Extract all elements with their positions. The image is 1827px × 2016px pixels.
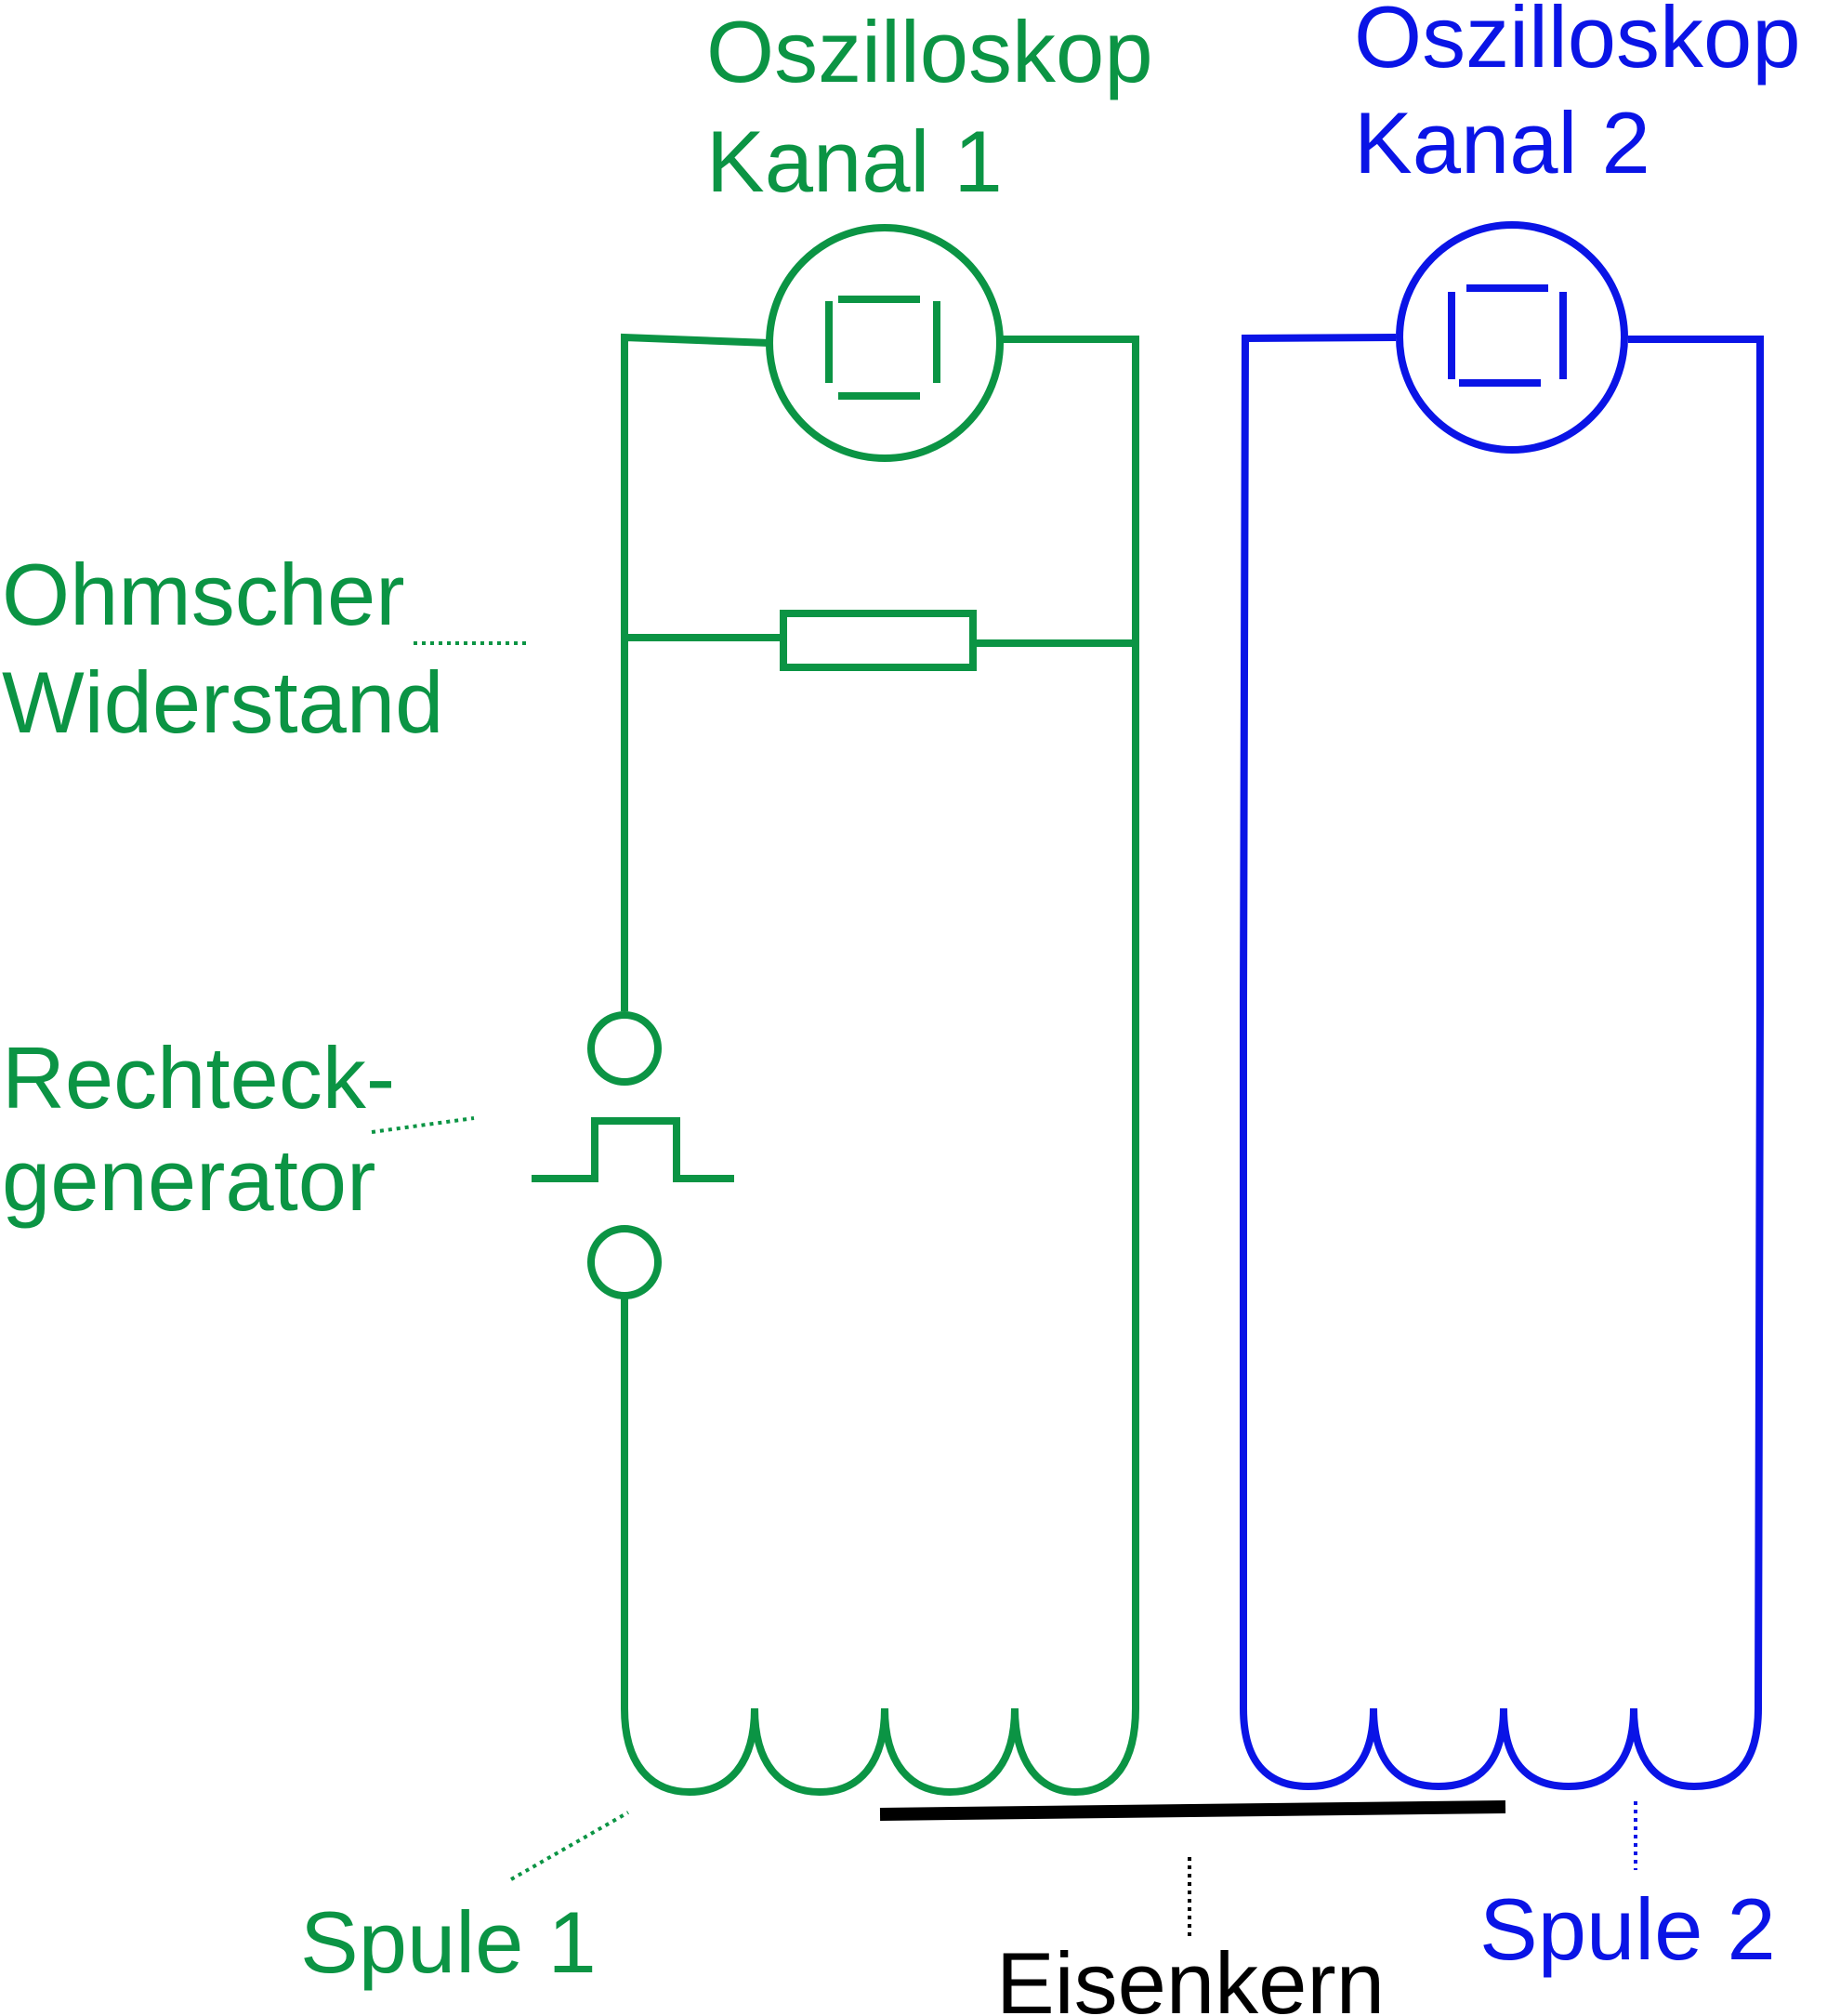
secondary-left-wire (1240, 334, 1397, 1708)
primary-right-wire (1000, 336, 1139, 1708)
generator-terminal-top (587, 1011, 662, 1086)
square-wave-generator (532, 1011, 734, 1299)
label-generator-line1: Rechteck- (2, 1029, 395, 1127)
label-resistor-line2: Widerstand (2, 653, 443, 751)
generator-terminal-bottom (587, 1225, 662, 1299)
oscilloscope-channel-2 (1396, 221, 1628, 454)
primary-left-wire-top (621, 333, 770, 1011)
oscilloscope-channel-1 (766, 224, 1004, 462)
ohmic-resistor (624, 610, 1136, 671)
label-oscilloscope-1-line2: Kanal 1 (706, 112, 1003, 210)
label-oscilloscope-2-line1: Oszilloskop (1354, 0, 1801, 86)
coil-1 (621, 1707, 1139, 1797)
iron-core (879, 1800, 1506, 1821)
coil-2 (1240, 1707, 1762, 1791)
leader-coil-1 (510, 1811, 629, 1881)
leader-generator (371, 1116, 475, 1134)
label-iron-core: Eisenkern (996, 1934, 1385, 2016)
label-oscilloscope-2-line2: Kanal 2 (1354, 94, 1650, 191)
label-coil-2: Spule 2 (1479, 1880, 1776, 1978)
label-oscilloscope-1-line1: Oszilloskop (706, 3, 1153, 100)
secondary-circuit (1240, 221, 1764, 1791)
secondary-right-wire (1628, 336, 1764, 1709)
label-resistor-line1: Ohmscher (2, 546, 405, 643)
label-generator-line2: generator (2, 1131, 375, 1229)
label-coil-1: Spule 1 (300, 1893, 597, 1991)
primary-circuit (532, 224, 1139, 1797)
resistor-body (780, 610, 977, 671)
oscilloscope-1-circle (766, 224, 1004, 462)
oscilloscope-2-circle (1396, 221, 1628, 454)
square-wave-icon (532, 1117, 734, 1182)
